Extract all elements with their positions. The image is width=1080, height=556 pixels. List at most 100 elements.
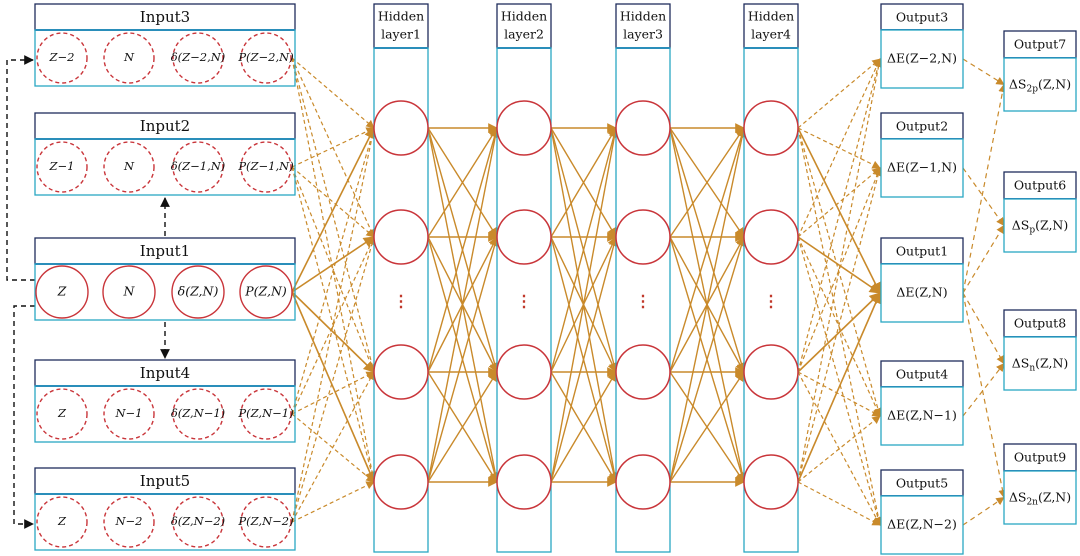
input-node: [36, 141, 88, 193]
input-cells-box: [34, 29, 296, 87]
hidden-node: [496, 454, 552, 510]
input-node: [35, 265, 89, 319]
edge-hidden-output: [797, 127, 881, 169]
input-node-label: P(Z,N−1): [237, 406, 293, 420]
input-node: [240, 141, 292, 193]
input-title: Input4: [140, 364, 190, 382]
input-node-label: N: [123, 284, 136, 299]
input-node-label: N−1: [114, 406, 142, 420]
edge-hidden-output: [797, 292, 881, 373]
edge-hidden-output: [797, 167, 883, 483]
hidden-title-box: [373, 3, 429, 49]
output-title: Output1: [896, 244, 948, 259]
input-node: [240, 388, 292, 440]
edge-input-hidden: [291, 127, 376, 415]
hidden-node: [496, 344, 552, 400]
output-value: ΔE(Z,N−1): [887, 408, 957, 423]
secondary-value-base: ΔS: [1009, 76, 1027, 91]
edge-output-secondary: [962, 58, 1005, 86]
edge-output-secondary: [962, 497, 1005, 526]
edge-output-secondary: [962, 292, 1005, 365]
secondary-title-box: [1003, 443, 1077, 472]
edge-hidden-hidden: [427, 371, 498, 483]
hidden-node: [373, 100, 429, 156]
connections: [6, 55, 1007, 529]
edge-hidden-output: [797, 127, 882, 417]
edge-output-secondary: [962, 83, 1007, 294]
secondary-value: ΔS2p(Z,N): [1009, 76, 1071, 94]
input-node-label: δ(Z,N−2): [171, 514, 225, 528]
input-node: [102, 265, 156, 319]
input-node: [36, 496, 88, 548]
hidden-column-box: [373, 47, 429, 553]
hidden-node: [615, 344, 671, 400]
input-cells-box: [34, 263, 296, 321]
secondary-value-box: [1003, 57, 1077, 112]
input-node-label: N−2: [114, 514, 142, 528]
edge-input-hidden: [291, 236, 376, 523]
edge-hidden-hidden: [669, 371, 745, 483]
secondary-title: Output6: [1014, 178, 1066, 193]
input-node-label: Z−1: [49, 159, 75, 173]
output-value: ΔE(Z−2,N): [887, 51, 957, 66]
edge-hidden-hidden: [669, 127, 747, 373]
hidden-title-line1: Hidden: [378, 9, 424, 24]
nodes: [35, 32, 799, 548]
input-node: [36, 388, 88, 440]
hidden-title-line1: Hidden: [501, 9, 547, 24]
input-node-label: P(Z,N−2): [237, 514, 293, 528]
secondary-value: ΔS2n(Z,N): [1009, 489, 1071, 507]
input-node-label: P(Z,N): [244, 284, 287, 299]
edge-hidden-hidden: [669, 127, 747, 483]
edge-hidden-output: [797, 167, 882, 373]
output-value-box: [880, 495, 964, 555]
input-node: [172, 32, 224, 84]
input-node: [239, 265, 293, 319]
output-title: Output3: [896, 10, 948, 25]
panels: [34, 3, 1077, 555]
edge-output-secondary: [962, 362, 1005, 417]
secondary-title: Output7: [1014, 37, 1066, 52]
secondary-title-box: [1003, 30, 1077, 59]
input-title: Input2: [140, 117, 190, 135]
hidden-node: [496, 209, 552, 265]
edge-output-secondary: [962, 167, 1005, 227]
secondary-value-base: ΔS: [1009, 489, 1027, 504]
secondary-value-sub: 2n: [1026, 497, 1038, 507]
hidden-node: [615, 454, 671, 510]
edge-hidden-hidden: [550, 127, 620, 483]
input-title: Input3: [140, 8, 190, 26]
edge-hidden-hidden: [550, 127, 617, 238]
edge-hidden-output: [797, 236, 882, 526]
edge-input-hidden: [291, 57, 377, 483]
hidden-title-line2: layer3: [623, 27, 663, 42]
edge-output-secondary: [962, 224, 1005, 294]
edge-hidden-hidden: [550, 127, 619, 373]
edge-input-hidden: [291, 481, 375, 523]
hidden-node: [373, 344, 429, 400]
edge-input-hidden: [291, 57, 375, 129]
edge-input-hidden: [291, 127, 375, 168]
secondary-value-sub: n: [1029, 363, 1035, 373]
hidden-ellipsis: ⋮: [393, 292, 409, 311]
input-node: [172, 496, 224, 548]
edge-hidden-hidden: [427, 127, 501, 483]
output-title: Output5: [896, 476, 948, 491]
hidden-node: [743, 100, 799, 156]
arrow-input1-to-input5: [13, 305, 35, 529]
edge-hidden-hidden: [669, 236, 747, 483]
secondary-value-box: [1003, 336, 1077, 391]
input-node-label: Z−2: [49, 50, 75, 64]
edge-input-hidden: [291, 291, 375, 373]
edge-hidden-output: [797, 481, 881, 526]
hidden-title-box: [615, 3, 671, 49]
input-cells-box: [34, 138, 296, 196]
output-value-box: [880, 386, 964, 446]
hidden-title-line1: Hidden: [620, 9, 666, 24]
secondary-value: ΔSp(Z,N): [1012, 217, 1069, 235]
hidden-column-box: [743, 47, 799, 553]
secondary-value-box: [1003, 198, 1077, 253]
input-node: [172, 141, 224, 193]
edge-input-hidden: [291, 291, 376, 484]
